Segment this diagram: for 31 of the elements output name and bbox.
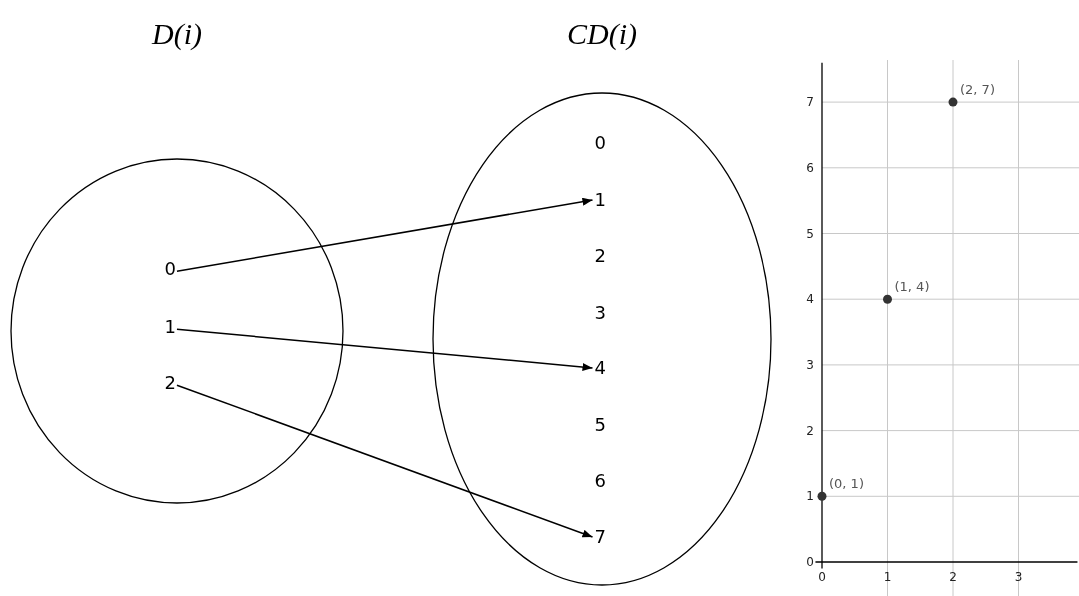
tick-label: 4 bbox=[806, 292, 814, 307]
tick-label: 3 bbox=[806, 357, 814, 372]
set-element: 4 bbox=[594, 357, 606, 379]
tick-label: 1 bbox=[806, 489, 814, 504]
set-element: 7 bbox=[594, 526, 606, 548]
tick-label: 7 bbox=[806, 95, 814, 110]
set-element: 3 bbox=[594, 302, 606, 324]
tick-label: 0 bbox=[806, 555, 814, 569]
tick-label: 2 bbox=[949, 570, 957, 584]
set-element: 5 bbox=[594, 414, 606, 436]
tick-label: 6 bbox=[806, 160, 814, 175]
set-element: 2 bbox=[594, 245, 606, 267]
set-element: 0 bbox=[164, 258, 176, 280]
set-title: D(i) bbox=[152, 16, 202, 52]
set-element: 0 bbox=[594, 132, 606, 154]
tick-label: 1 bbox=[883, 570, 892, 584]
tick-label: 5 bbox=[806, 226, 814, 241]
set-element: 1 bbox=[594, 189, 606, 211]
tick-label: 3 bbox=[1014, 570, 1023, 584]
point-label: (2, 7) bbox=[960, 82, 995, 98]
arrow bbox=[176, 197, 594, 272]
tick-label: 0 bbox=[818, 570, 826, 584]
set-element: 1 bbox=[164, 316, 176, 338]
set-element: 6 bbox=[594, 470, 606, 492]
point-label: (0, 1) bbox=[829, 476, 864, 492]
set-title: CD(i) bbox=[567, 16, 637, 52]
arrow bbox=[176, 328, 594, 372]
set-element: 2 bbox=[164, 372, 176, 394]
tick-label: 2 bbox=[806, 423, 814, 438]
point-label: (1, 4) bbox=[894, 279, 930, 295]
arrow bbox=[176, 384, 594, 538]
